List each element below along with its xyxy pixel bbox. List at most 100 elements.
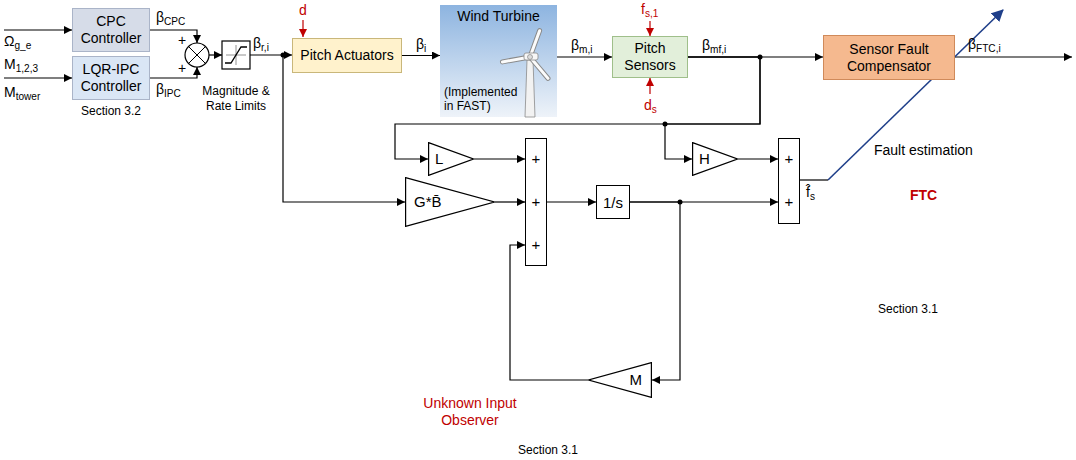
signal-name: Ωg_e (4, 33, 31, 49)
saturation-axes (226, 45, 246, 65)
wind-turbine-picture: Wind Turbine (Implemented in FAST) (440, 5, 557, 117)
signal-connector (738, 158, 778, 159)
signal-name: M1,2,3 (4, 56, 38, 72)
actuator-box: Pitch Actuators (292, 38, 402, 73)
integrator-block: 1/s (596, 185, 630, 219)
observer-region: Unknown Input ObserverLG*B̄+++1/sH++M (375, 112, 815, 440)
section-ref: Section 3.2 (72, 104, 150, 119)
gain-shape (589, 363, 652, 398)
summing-cross (189, 47, 206, 64)
subscript: r,i (261, 42, 269, 53)
turbine-blades (502, 31, 548, 79)
gain-triangle: G*B̄ (405, 177, 495, 227)
subscript: g_e (14, 40, 31, 51)
sum-sign: + (178, 32, 186, 48)
limit-note: Magnitude & Rate Limits (196, 84, 276, 114)
signal-connector (495, 201, 525, 202)
signal-wire (250, 54, 292, 55)
disturbance-name: d (299, 2, 307, 18)
picture-label: Wind Turbine (440, 8, 557, 25)
sum-sign: + (526, 150, 546, 168)
blade-fill (502, 31, 548, 79)
signal-name: βIPC (156, 81, 181, 97)
gain-triangle: H (692, 142, 738, 176)
signal-name: βi (416, 36, 426, 52)
disturbance-arrow (649, 78, 650, 94)
signal-wire (150, 67, 197, 78)
saturation-block (222, 41, 250, 69)
gain-shape (429, 143, 474, 176)
gain-label: G*B̄ (414, 193, 442, 211)
turbine-nacelle (524, 53, 538, 60)
signal-wire (955, 56, 1072, 57)
subscript: tower (16, 91, 41, 102)
triangle-outline (588, 362, 652, 398)
sky-background (440, 5, 557, 117)
signal-name: βm,i (571, 37, 593, 53)
picture-label: (Implemented in FAST) (444, 85, 522, 113)
sum-sign: + (779, 150, 799, 168)
signal-wire (4, 77, 72, 78)
signal-connector (547, 201, 596, 202)
section-ref: Section 3.1 (860, 302, 956, 317)
signal-name: βFTC,i (968, 36, 1001, 52)
controller-box: CPC Controller (72, 8, 150, 52)
controller-box: LQR-IPC Controller (72, 56, 150, 100)
saturation-curve (225, 47, 247, 63)
signal-connector (395, 57, 760, 159)
turbine-hub (528, 55, 533, 60)
compensator-box: Sensor Fault Compensator (823, 35, 955, 80)
signal-name: βCPC (156, 9, 185, 25)
signal-wire (283, 55, 405, 202)
sum-sign: + (779, 193, 799, 211)
box-label: LQR-IPC Controller (78, 61, 144, 95)
summing-block: +++ (525, 138, 547, 266)
gain-label: L (435, 150, 443, 168)
gain-shape (406, 178, 495, 227)
signal-name: βmf,i (702, 37, 726, 53)
gain-label: M (630, 371, 643, 389)
signal-wire (150, 30, 197, 43)
subscript: i (424, 42, 426, 53)
disturbance-name: ds (644, 97, 657, 113)
summing-block: ++ (778, 138, 800, 224)
box-label: Pitch Sensors (618, 40, 682, 74)
box-label: Pitch Actuators (300, 47, 393, 64)
triangle-outline (692, 142, 738, 176)
signal-wire (4, 29, 72, 30)
section-ref: Section 3.1 (500, 443, 596, 458)
fault-arrow (649, 21, 650, 36)
sum-sign: + (526, 236, 546, 254)
turbine-picture (440, 5, 557, 117)
summing-junction (185, 43, 209, 67)
triangle-outline (428, 142, 474, 176)
signal-wire (800, 179, 828, 180)
box-label: Sensor Fault Compensator (829, 41, 949, 75)
signal-connector (557, 56, 612, 57)
signal-connector (402, 55, 440, 56)
sensor-box: Pitch Sensors (612, 36, 688, 78)
gain-triangle: M (588, 362, 652, 398)
region-label: Unknown Input Observer (415, 395, 525, 429)
signal-wire (209, 54, 222, 55)
gain-label: H (699, 150, 710, 168)
subscript: s,1 (645, 8, 658, 19)
subscript: CPC (164, 16, 185, 27)
box-label: 1/s (603, 194, 623, 211)
fault-name: fs,1 (641, 1, 658, 17)
subscript: 1,2,3 (16, 63, 38, 74)
sum-sign: + (178, 60, 186, 76)
subscript: IPC (164, 88, 181, 99)
signal-name: Mtower (4, 84, 40, 100)
signal-connector (510, 245, 588, 380)
region-label: Fault estimation (874, 142, 973, 159)
subscript: m,i (579, 44, 592, 55)
turbine-tower (525, 60, 535, 117)
signal-connector (630, 202, 680, 380)
subscript: s (652, 104, 657, 115)
subscript: FTC,i (976, 43, 1001, 54)
signal-connector (474, 158, 525, 159)
gain-shape (693, 143, 738, 176)
